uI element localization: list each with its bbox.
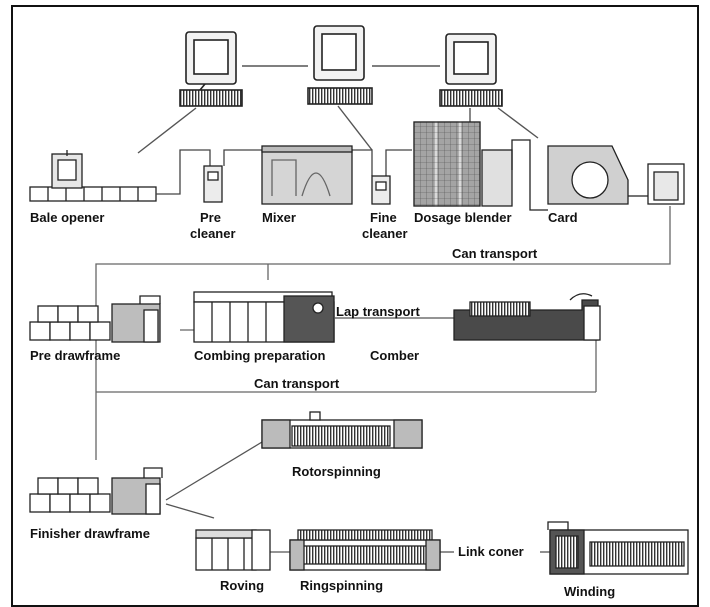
- label-link-coner: Link coner: [458, 544, 524, 559]
- label-fine-cleaner: cleaner: [362, 226, 408, 241]
- label-rotorspinning: Rotorspinning: [292, 464, 381, 479]
- label-dosage-blender: Dosage blender: [414, 210, 512, 225]
- label-bale-opener: Bale opener: [30, 210, 104, 225]
- finisher-drawframe-machine: [30, 468, 162, 514]
- comber-machine: [454, 294, 600, 340]
- dosage-blender-machine: [414, 122, 548, 210]
- fine-cleaner-machine: [372, 176, 390, 204]
- pre-cleaner-machine: [204, 166, 222, 202]
- ringspinning-machine: [290, 530, 440, 570]
- computer-icon: [440, 34, 502, 106]
- computer-icon: [308, 26, 372, 104]
- label-mixer: Mixer: [262, 210, 296, 225]
- label-fine-cleaner: Fine: [370, 210, 397, 225]
- computer-icon: [180, 32, 242, 106]
- label-ringspinning: Ringspinning: [300, 578, 383, 593]
- label-finisher-drawframe: Finisher drawframe: [30, 526, 150, 541]
- label-pre-cleaner: cleaner: [190, 226, 236, 241]
- label-pre-cleaner: Pre: [200, 210, 221, 225]
- roving-machine: [196, 530, 270, 570]
- mixer-machine: [262, 146, 352, 204]
- label-lap-transport: Lap transport: [336, 304, 420, 319]
- label-can-transport: Can transport: [452, 246, 537, 261]
- label-card: Card: [548, 210, 578, 225]
- pre-drawframe-machine: [30, 296, 160, 342]
- label-combing-preparation: Combing preparation: [194, 348, 325, 363]
- card-machine: [548, 146, 684, 204]
- label-pre-drawframe: Pre drawframe: [30, 348, 120, 363]
- rotorspinning-machine: [262, 412, 422, 448]
- label-roving: Roving: [220, 578, 264, 593]
- label-can-transport: Can transport: [254, 376, 339, 391]
- label-comber: Comber: [370, 348, 419, 363]
- combing-preparation-machine: [194, 292, 334, 342]
- winding-machine: [548, 522, 688, 574]
- bale-opener-machine: [30, 150, 156, 201]
- label-winding: Winding: [564, 584, 615, 599]
